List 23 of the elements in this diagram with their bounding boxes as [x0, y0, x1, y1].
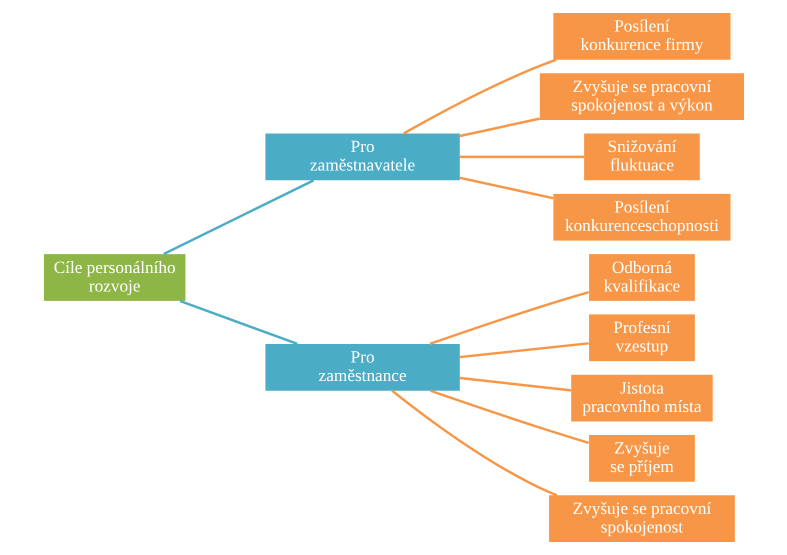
- connector: [179, 300, 298, 345]
- node-box: Snižování fluktuace: [584, 134, 700, 180]
- node-box: Pro zaměstnavatele: [264, 134, 460, 180]
- node-box: Profesní vzestup: [588, 314, 694, 362]
- node-box: Zvyšuje se pracovní spokojenost a výkon: [539, 73, 744, 120]
- node-box: Posílení konkurence firmy: [552, 12, 730, 60]
- node-box: Zvyšuje se pracovní spokojenost: [548, 495, 734, 542]
- node-box: Pro zaměstnance: [264, 344, 460, 391]
- node-box: Posílení konkurenceschopnosti: [552, 194, 730, 241]
- node-box: Jistota pracovního místa: [570, 374, 712, 422]
- node-box: Odborná kvalifikace: [588, 254, 694, 301]
- connector: [429, 291, 589, 346]
- connector: [459, 376, 571, 392]
- node-box: Zvyšuje se příjem: [588, 435, 694, 482]
- connector: [459, 117, 540, 138]
- node-box: Cíle personálního rozvoje: [43, 254, 185, 301]
- connector: [162, 179, 314, 256]
- connector: [459, 176, 553, 200]
- connector: [459, 342, 588, 358]
- connector: [390, 390, 557, 496]
- connector: [459, 156, 584, 158]
- connector: [402, 58, 556, 135]
- connector: [430, 390, 589, 444]
